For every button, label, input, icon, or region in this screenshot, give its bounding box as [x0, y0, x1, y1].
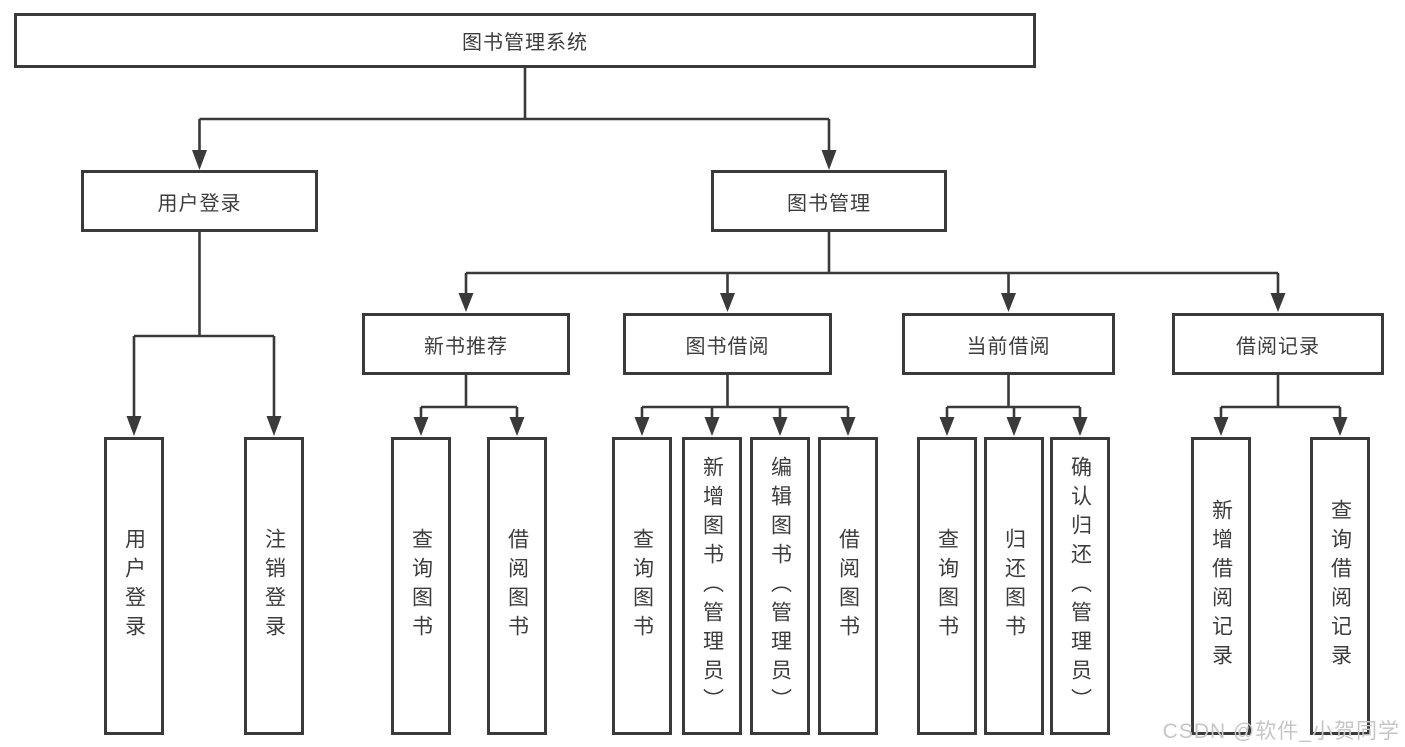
- node-user-login-label: 用户登录: [157, 192, 242, 215]
- node-book-management-label: 图书管理: [787, 192, 871, 215]
- leaf-query-books-3-label: 查询图书: [935, 528, 959, 644]
- connector-paths: [132, 68, 1342, 420]
- arrowhead-icons: [126, 150, 1348, 436]
- leaf-query-books-3: 查询图书: [917, 437, 977, 735]
- leaf-add-books-admin-label: 新增图书（管理员）: [700, 455, 724, 717]
- leaf-query-books-1: 查询图书: [391, 437, 451, 735]
- leaf-confirm-return-admin-label: 确认归还（管理员）: [1068, 455, 1092, 717]
- leaf-edit-books-admin: 编辑图书（管理员）: [750, 437, 810, 735]
- leaf-edit-books-admin-label: 编辑图书（管理员）: [768, 455, 792, 717]
- leaf-borrow-books-2: 借阅图书: [818, 437, 878, 735]
- leaf-query-borrow-record-label: 查询借阅记录: [1328, 499, 1352, 673]
- leaf-logout: 注销登录: [244, 437, 304, 735]
- leaf-user-login-label: 用户登录: [122, 528, 146, 644]
- leaf-add-books-admin: 新增图书（管理员）: [682, 437, 742, 735]
- leaf-user-login: 用户登录: [104, 437, 164, 735]
- node-library-system-label: 图书管理系统: [462, 32, 588, 54]
- leaf-borrow-books-2-label: 借阅图书: [836, 528, 860, 644]
- node-new-book-recommend-label: 新书推荐: [424, 335, 508, 358]
- leaf-borrow-books-1-label: 借阅图书: [505, 528, 529, 644]
- node-book-management: 图书管理: [711, 170, 947, 232]
- leaf-query-borrow-record: 查询借阅记录: [1310, 437, 1370, 735]
- node-book-borrow-label: 图书借阅: [685, 335, 770, 358]
- leaf-return-books-label: 归还图书: [1002, 528, 1026, 644]
- leaf-borrow-books-1: 借阅图书: [487, 437, 547, 735]
- node-borrow-records: 借阅记录: [1172, 313, 1384, 375]
- node-user-login: 用户登录: [81, 170, 318, 232]
- leaf-query-books-2: 查询图书: [612, 437, 672, 735]
- node-library-system: 图书管理系统: [14, 13, 1036, 68]
- node-current-borrow: 当前借阅: [902, 313, 1115, 375]
- leaf-query-books-2-label: 查询图书: [630, 528, 654, 644]
- csdn-watermark: CSDN @软件_小贺同学: [1162, 720, 1400, 743]
- node-current-borrow-label: 当前借阅: [966, 335, 1051, 358]
- leaf-logout-label: 注销登录: [262, 528, 286, 644]
- leaf-query-books-1-label: 查询图书: [409, 528, 433, 644]
- leaf-confirm-return-admin: 确认归还（管理员）: [1050, 437, 1110, 735]
- leaf-return-books: 归还图书: [984, 437, 1044, 735]
- leaf-add-borrow-record: 新增借阅记录: [1191, 437, 1251, 735]
- node-new-book-recommend: 新书推荐: [362, 313, 570, 375]
- node-borrow-records-label: 借阅记录: [1236, 335, 1320, 358]
- node-book-borrow: 图书借阅: [623, 313, 832, 375]
- leaf-add-borrow-record-label: 新增借阅记录: [1209, 499, 1233, 673]
